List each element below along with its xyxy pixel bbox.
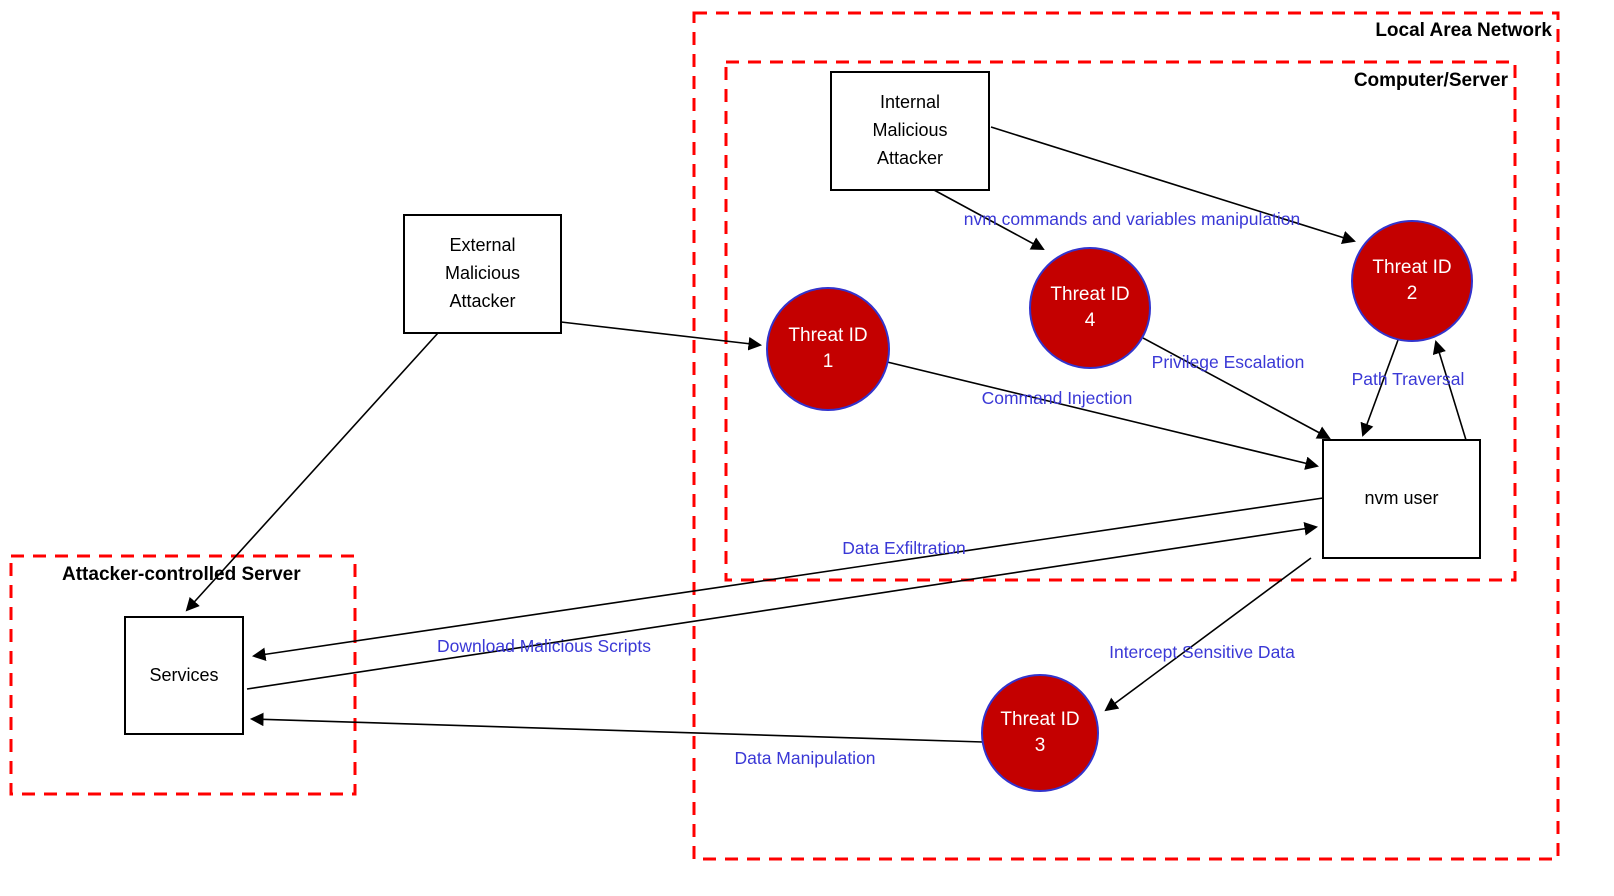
flow-download-malicious-scripts-label: Download Malicious Scripts	[437, 636, 651, 656]
flow-download-malicious-scripts-arrow	[246, 522, 1319, 690]
flow-external-to-threat1-arrow	[560, 321, 763, 351]
flow-data-manipulation-label: Data Manipulation	[734, 748, 876, 768]
flow-command-injection-label: Command Injection	[981, 388, 1133, 408]
flow-privilege-escalation-arrow	[1142, 337, 1331, 439]
flow-intercept-sensitive-data-arrow	[1104, 557, 1312, 712]
lan-boundary-title: Local Area Network	[1375, 20, 1552, 41]
attacker-server-boundary-title: Attacker-controlled Server	[62, 564, 301, 585]
threat-3-label: Threat ID 3	[1000, 709, 1080, 756]
external-attacker-label: External Malicious Attacker	[444, 235, 521, 311]
threat-1-circle	[766, 287, 890, 411]
external-attacker-node	[403, 214, 562, 334]
threat-2-circle	[1351, 220, 1473, 342]
services-node	[124, 616, 244, 735]
internal-attacker-node	[830, 71, 990, 191]
lan-boundary	[692, 11, 1560, 861]
flow-nvmuser-to-threat2-arrow	[1432, 340, 1467, 441]
internal-attacker-label: Internal Malicious Attacker	[872, 92, 948, 168]
flow-nvm-commands-label: nvm commands and variables manipulation	[963, 209, 1301, 229]
attacker-server-boundary	[9, 554, 357, 796]
flow-command-injection-arrow	[886, 361, 1319, 470]
threat-1-label: Threat ID 1	[788, 325, 868, 372]
threat-2-label: Threat ID 2	[1372, 257, 1452, 304]
flow-path-traversal-arrow	[1360, 339, 1399, 437]
flow-intercept-sensitive-data-label: Intercept Sensitive Data	[1109, 642, 1295, 662]
flow-nvm-commands-arrow	[933, 189, 1045, 250]
flow-data-exfiltration-arrow	[251, 497, 1324, 662]
flow-privilege-escalation-label: Privilege Escalation	[1151, 352, 1305, 372]
services-label: Services	[149, 664, 219, 685]
flow-data-exfiltration-label: Data Exfiltration	[842, 538, 966, 558]
flow-internal-to-threat2-arrow	[990, 126, 1356, 245]
flow-data-manipulation-arrow	[249, 712, 984, 743]
threat-4-label: Threat ID 4	[1050, 284, 1130, 331]
threat-4-circle	[1029, 247, 1151, 369]
computer-server-boundary-title: Computer/Server	[1353, 70, 1508, 91]
threat-3-circle	[981, 674, 1099, 792]
nvm-user-node	[1322, 439, 1481, 559]
flow-path-traversal-label: Path Traversal	[1351, 369, 1465, 389]
computer-server-boundary	[724, 60, 1517, 582]
nvm-user-label: nvm user	[1364, 488, 1439, 509]
flow-external-to-services-arrow	[185, 332, 439, 612]
